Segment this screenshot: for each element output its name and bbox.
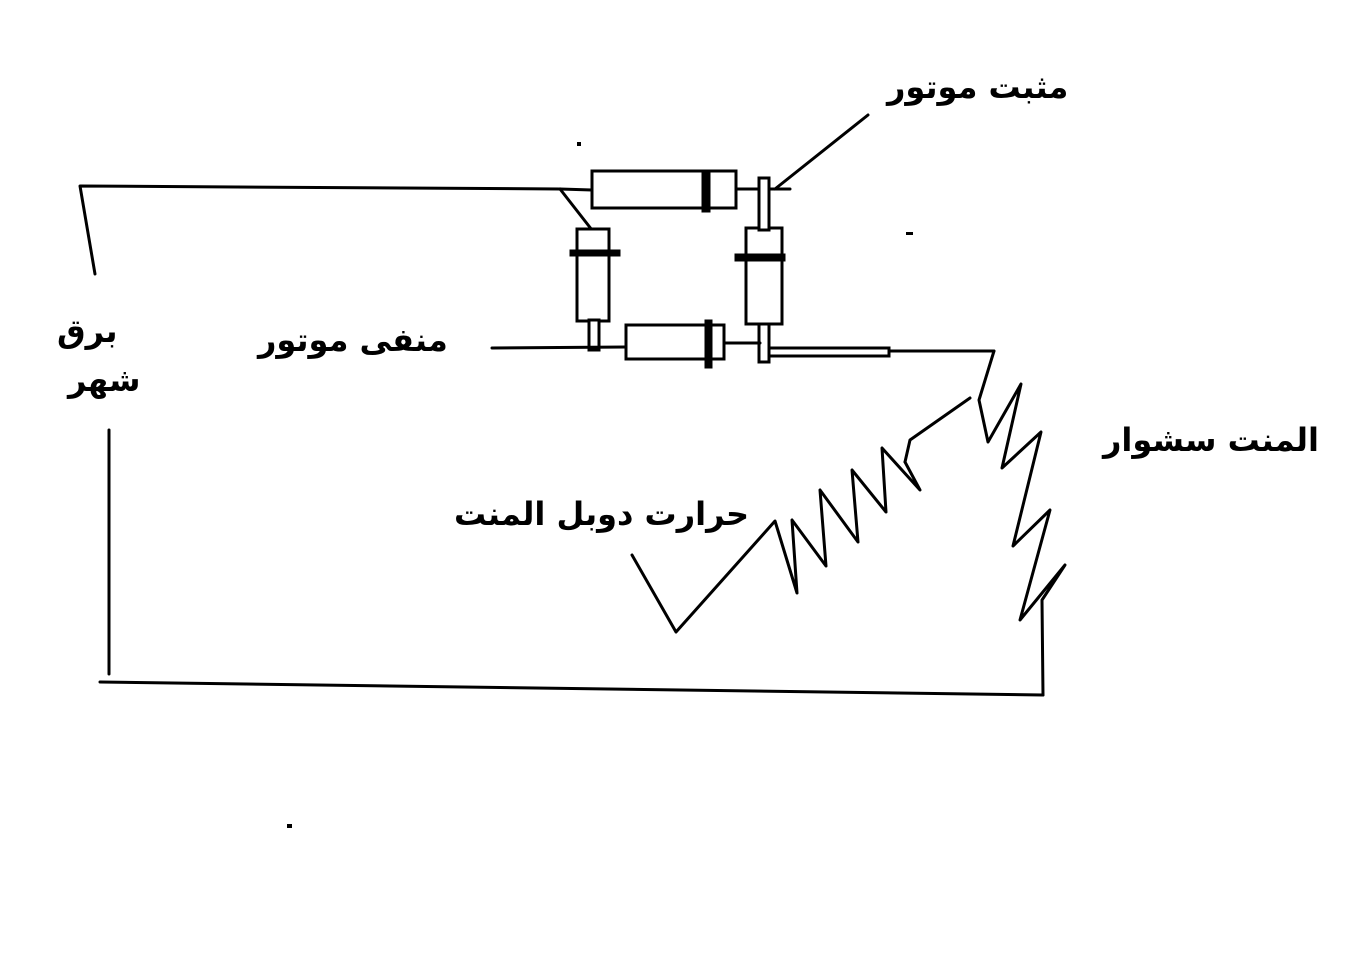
motor-positive-pointer <box>773 113 870 191</box>
label-city-power-line1: برق <box>57 312 118 350</box>
label-motor-positive: مثبت موتور <box>887 68 1069 106</box>
return-wire-bottom <box>98 680 1045 697</box>
stray-dot <box>287 824 292 828</box>
diode-bottom-band <box>704 319 713 369</box>
mains-wire-top <box>78 184 594 276</box>
diode-left-terminal <box>587 318 601 352</box>
diode-right <box>744 226 784 326</box>
thermal-tap-wire <box>903 396 972 464</box>
diode-right-band <box>734 253 786 262</box>
diode-left <box>575 227 611 323</box>
dryer-element-zigzag <box>977 349 1067 697</box>
diode-left-band <box>569 249 621 257</box>
label-dryer-element: المنت سشوار <box>1103 421 1319 459</box>
diode-right-top-terminal <box>757 176 771 232</box>
diode-top <box>590 169 738 210</box>
thermal-fuse-zigzag <box>630 446 922 634</box>
diode-top-band <box>701 169 711 213</box>
label-city-power-line2: شهر <box>68 361 141 399</box>
label-thermal-fuse: حرارت دوبل المنت <box>454 495 750 533</box>
label-motor-negative: منفی موتور <box>258 321 448 359</box>
motor-negative-wire <box>490 345 628 350</box>
stray-dot <box>906 232 913 235</box>
bridge-left-lead <box>558 187 594 232</box>
output-bar <box>767 346 891 358</box>
stray-dot <box>577 142 581 146</box>
